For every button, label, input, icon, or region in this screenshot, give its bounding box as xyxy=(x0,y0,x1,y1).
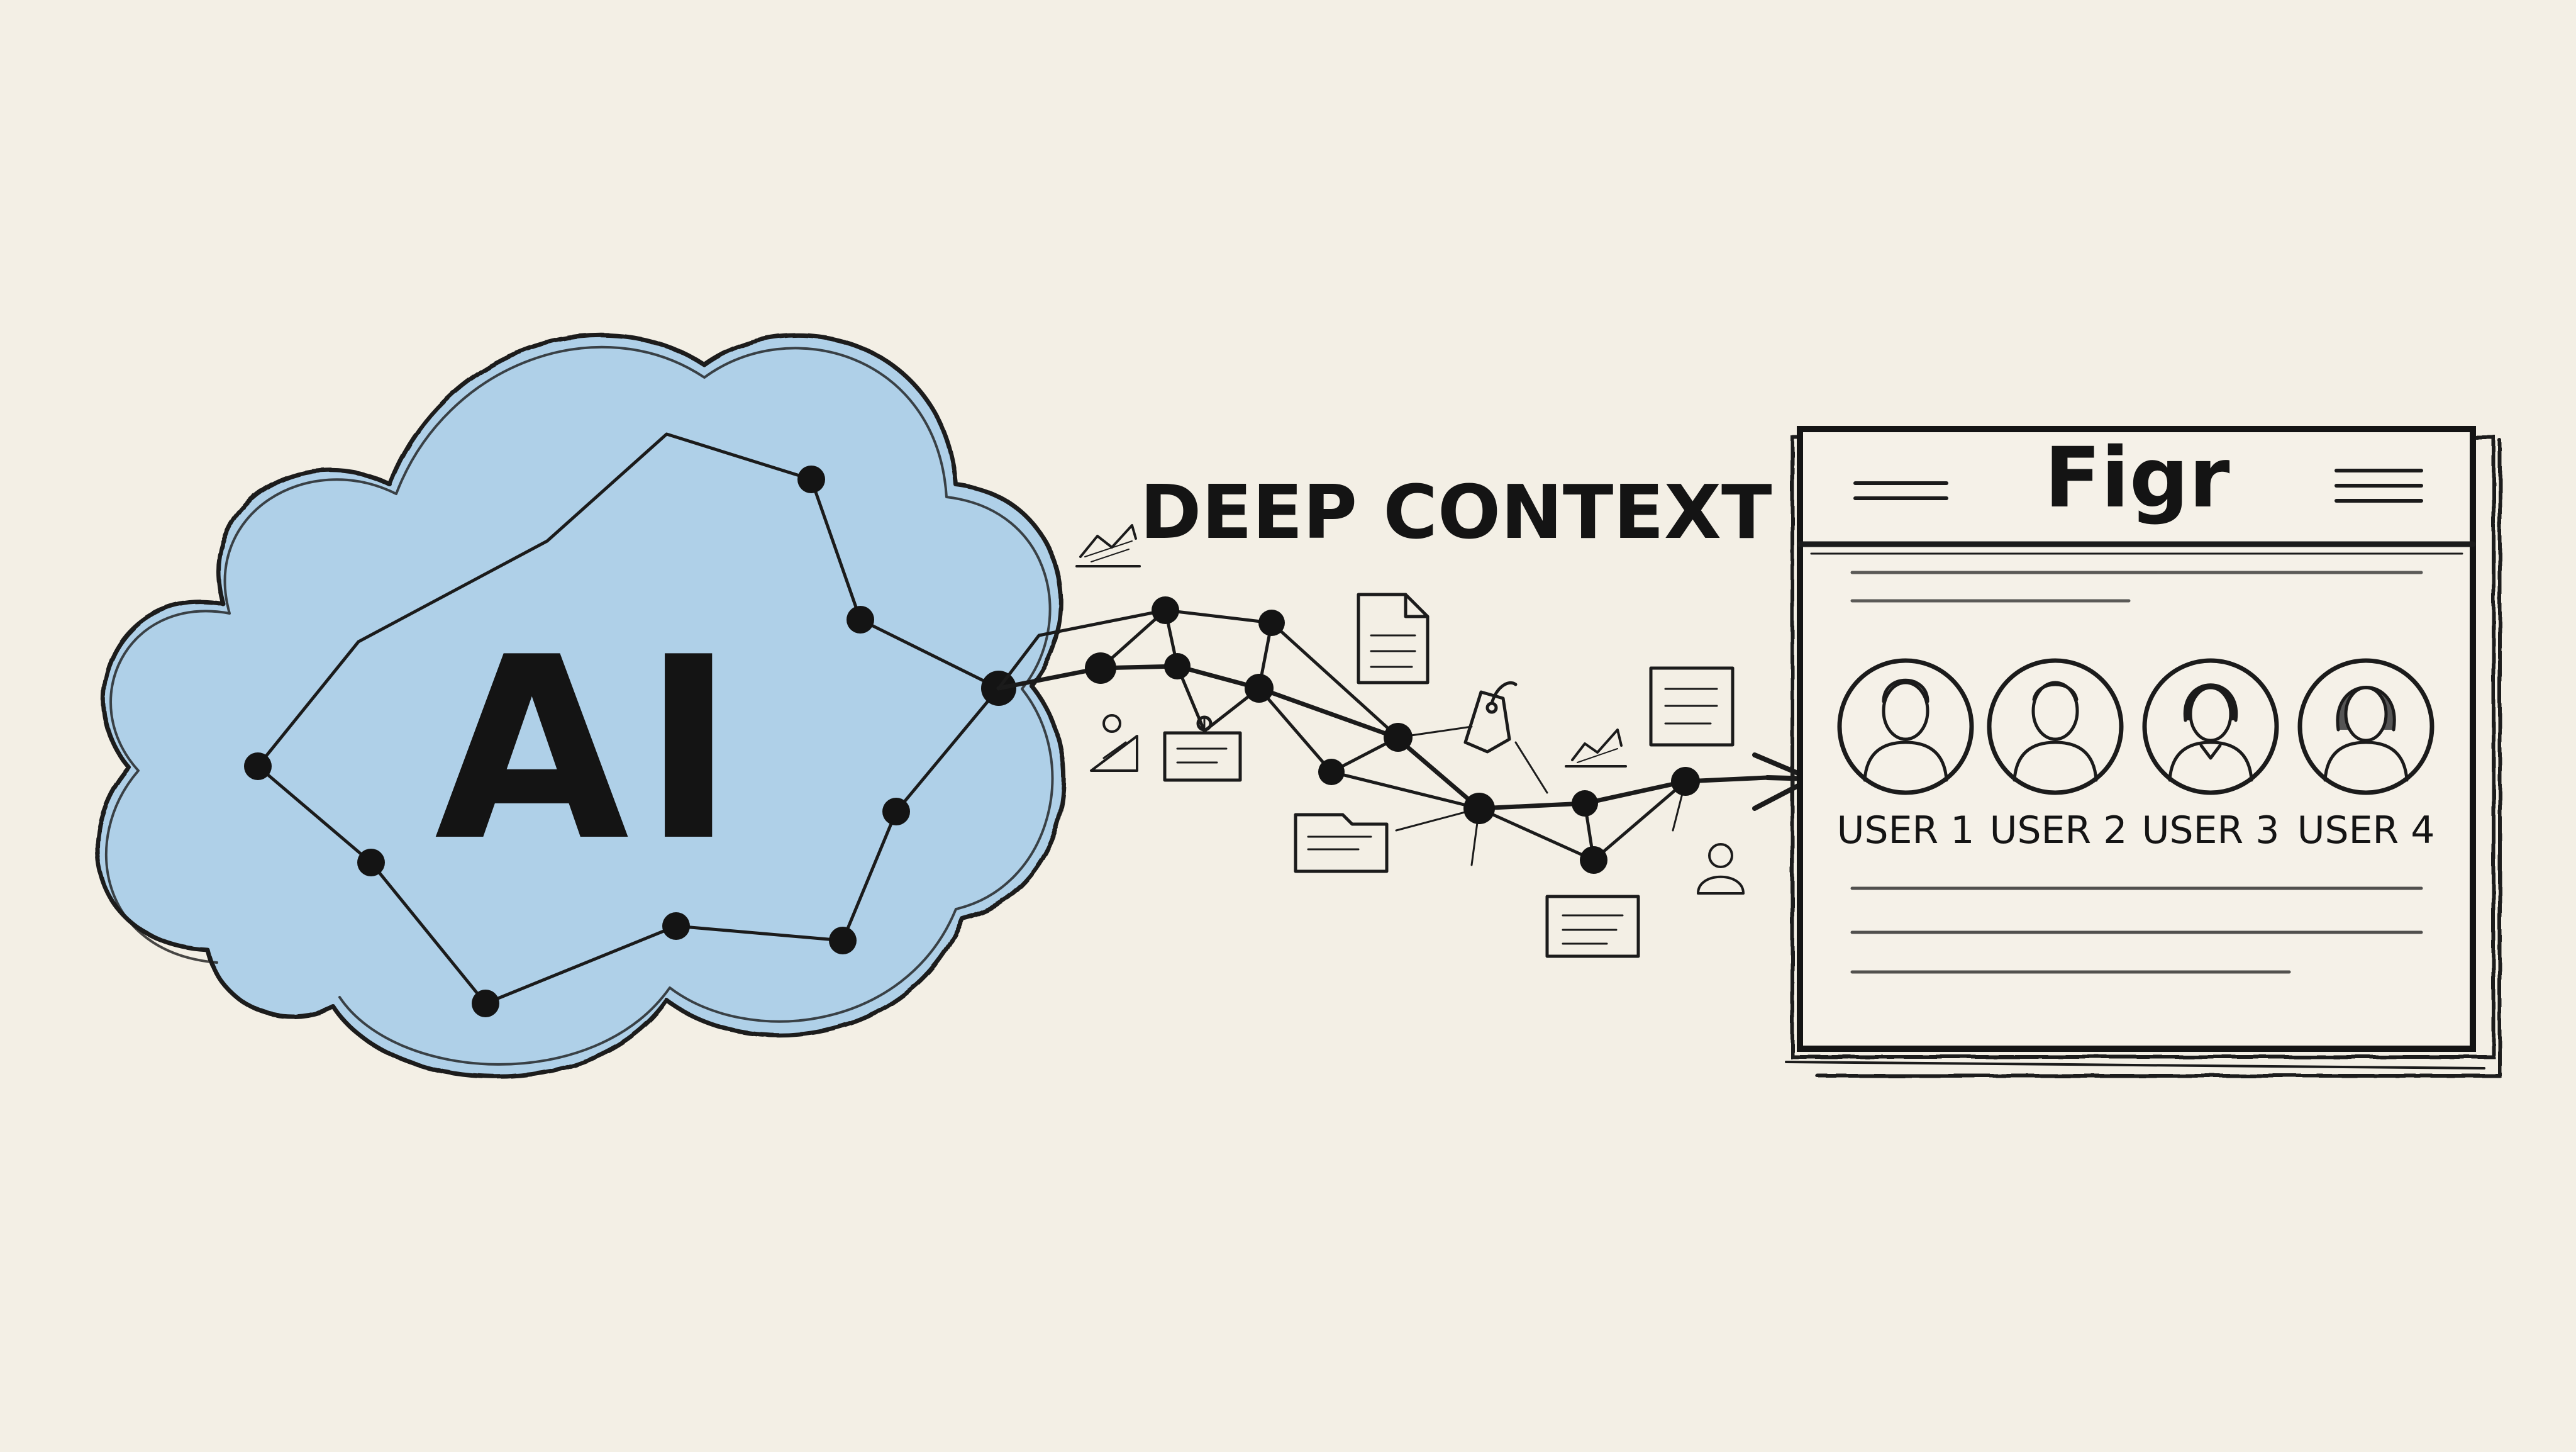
flow-node xyxy=(1245,674,1274,703)
network-node xyxy=(472,990,499,1017)
app-title: Figr xyxy=(2044,430,2229,527)
cloud-fill xyxy=(97,335,1064,1077)
flow-node xyxy=(1671,767,1700,796)
content-lines-bottom xyxy=(1850,886,2423,974)
flow-node xyxy=(1572,790,1598,817)
cloud-outline-sketch xyxy=(104,345,1054,1066)
network-node xyxy=(829,927,857,954)
flow-label: DEEP CONTEXT xyxy=(1140,469,1772,556)
flow-node xyxy=(1085,652,1116,684)
user-card-2[interactable]: USER 2 xyxy=(1987,658,2128,852)
network-node xyxy=(357,849,385,876)
content-lines-top xyxy=(1850,571,2423,603)
chart-icon xyxy=(1075,524,1141,567)
flow-node xyxy=(1384,723,1413,752)
flow-node xyxy=(1164,653,1191,679)
flow-node xyxy=(1318,759,1345,785)
user-label: USER 2 xyxy=(1990,808,2128,852)
user-icon xyxy=(1697,843,1745,895)
document-icon xyxy=(1649,666,1735,747)
user-label: USER 4 xyxy=(2297,808,2435,852)
ai-cloud: AI xyxy=(95,333,1066,1079)
avatar xyxy=(2012,681,2098,782)
user-card-1[interactable]: USER 1 xyxy=(1837,658,1975,852)
network-node xyxy=(662,912,690,940)
tag-icon xyxy=(1463,681,1518,754)
network-node xyxy=(847,606,874,634)
user-list: USER 1 USER 2 USER 3 xyxy=(1837,658,2435,852)
app-window: Figr USER 1 xyxy=(1785,426,2502,1078)
cloud-outline xyxy=(95,333,1066,1079)
avatar xyxy=(2323,686,2409,782)
user-card-3[interactable]: USER 3 xyxy=(2142,658,2280,852)
ai-label: AI xyxy=(435,604,748,896)
flow-node xyxy=(1152,596,1179,624)
cloud-network xyxy=(244,432,1016,1017)
hamburger-icon[interactable] xyxy=(1853,481,1948,500)
flow-node xyxy=(1463,793,1495,824)
flow-node xyxy=(1580,846,1607,874)
avatar xyxy=(2168,683,2253,782)
network-node xyxy=(244,752,272,780)
title-bar: Figr xyxy=(1797,430,2476,555)
context-flow: DEEP CONTEXT xyxy=(996,469,1814,958)
avatar xyxy=(1863,678,1948,782)
network-node xyxy=(797,466,825,493)
user-label: USER 3 xyxy=(2142,808,2280,852)
chart-icon xyxy=(1565,729,1627,768)
network-node xyxy=(882,798,910,825)
user-icon xyxy=(1090,714,1138,772)
folder-icon xyxy=(1294,813,1389,873)
card-icon xyxy=(1163,715,1242,782)
user-label: USER 1 xyxy=(1837,808,1975,852)
card-icon xyxy=(1545,895,1640,958)
menu-icon[interactable] xyxy=(2334,469,2423,503)
user-card-4[interactable]: USER 4 xyxy=(2297,658,2435,852)
document-icon xyxy=(1357,593,1430,684)
flow-node xyxy=(1258,610,1285,636)
